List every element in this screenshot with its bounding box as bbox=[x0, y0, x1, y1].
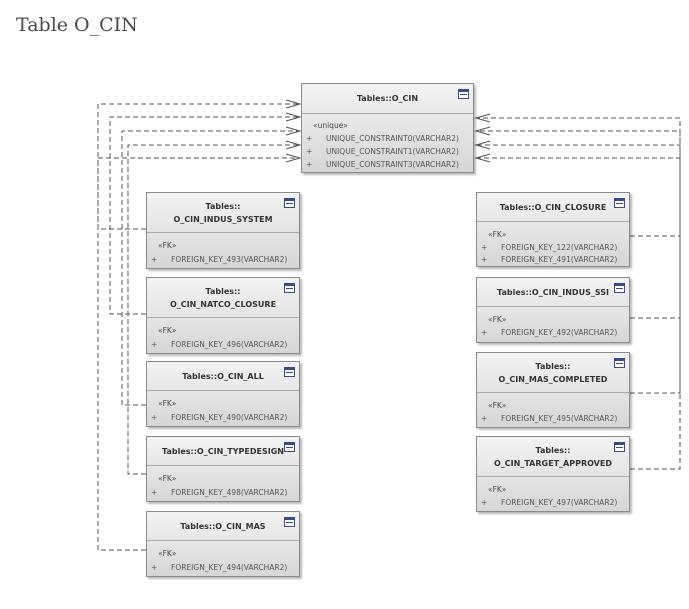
page-title: Table O_CIN bbox=[16, 14, 138, 36]
stereotype-label: «FK» bbox=[158, 326, 177, 335]
table-header: Tables::O_CIN_ALL bbox=[147, 362, 299, 391]
table-icon bbox=[284, 198, 295, 208]
stereotype-label: «FK» bbox=[488, 485, 507, 494]
table-header: Tables:: O_CIN_INDUS_SYSTEM bbox=[147, 193, 299, 233]
table-header: Tables:: O_CIN_MAS_COMPLETED bbox=[477, 353, 629, 393]
connector-target-approved bbox=[476, 157, 681, 470]
arrowhead-right-2 bbox=[474, 126, 491, 136]
stereotype-label: «FK» bbox=[158, 399, 177, 408]
table-o-cin[interactable]: Tables::O_CIN «unique» +UNIQUE_CONSTRAIN… bbox=[301, 83, 474, 173]
attribute-row: +FOREIGN_KEY_494(VARCHAR2) bbox=[151, 563, 288, 572]
table-o-cin-indus-ssi[interactable]: Tables::O_CIN_INDUS_SSI «FK» +FOREIGN_KE… bbox=[476, 277, 630, 343]
table-name-line: Tables:: bbox=[535, 361, 571, 371]
table-name-line: Tables:: bbox=[205, 286, 241, 296]
stereotype-label: «FK» bbox=[488, 401, 507, 410]
table-icon bbox=[284, 517, 295, 527]
connector-mas bbox=[97, 157, 300, 551]
table-name-line: Tables::O_CIN_INDUS_SSI bbox=[497, 287, 609, 297]
attribute-row: +FOREIGN_KEY_122(VARCHAR2) bbox=[481, 243, 618, 252]
table-o-cin-indus-system[interactable]: Tables:: O_CIN_INDUS_SYSTEM «FK» +FOREIG… bbox=[146, 192, 300, 269]
table-header: Tables::O_CIN_INDUS_SSI bbox=[477, 278, 629, 307]
attribute-row: +UNIQUE_CONSTRAINT3(VARCHAR2) bbox=[306, 160, 459, 169]
arrowhead-left-1 bbox=[285, 99, 302, 109]
table-name-line: Tables::O_CIN_TYPEDESIGN bbox=[162, 446, 284, 456]
table-name-line: Tables::O_CIN_CLOSURE bbox=[499, 202, 607, 212]
stereotype-label: «FK» bbox=[158, 549, 177, 558]
table-name-line: O_CIN_INDUS_SYSTEM bbox=[173, 214, 273, 224]
attribute-row: +FOREIGN_KEY_496(VARCHAR2) bbox=[151, 340, 288, 349]
table-name-line: O_CIN_MAS_COMPLETED bbox=[498, 374, 608, 384]
table-name-line: Tables:: bbox=[535, 445, 571, 455]
table-name: Tables::O_CIN bbox=[356, 94, 419, 103]
attribute-row: +FOREIGN_KEY_490(VARCHAR2) bbox=[151, 413, 288, 422]
table-header: Tables::O_CIN_CLOSURE bbox=[477, 193, 629, 222]
table-o-cin-typedesign[interactable]: Tables::O_CIN_TYPEDESIGN «FK» +FOREIGN_K… bbox=[146, 436, 300, 502]
table-icon bbox=[458, 89, 469, 99]
stereotype-label: «unique» bbox=[313, 121, 348, 130]
table-o-cin-mas-completed[interactable]: Tables:: O_CIN_MAS_COMPLETED «FK» +FOREI… bbox=[476, 352, 630, 428]
stereotype-label: «FK» bbox=[158, 241, 177, 250]
attribute-row: +FOREIGN_KEY_492(VARCHAR2) bbox=[481, 328, 618, 337]
attribute-row: +UNIQUE_CONSTRAINT0(VARCHAR2) bbox=[306, 134, 459, 143]
attribute-row: +FOREIGN_KEY_498(VARCHAR2) bbox=[151, 488, 288, 497]
table-o-cin-closure[interactable]: Tables::O_CIN_CLOSURE «FK» +FOREIGN_KEY_… bbox=[476, 192, 630, 267]
arrowhead-right-4 bbox=[474, 153, 491, 163]
arrowhead-right-1 bbox=[474, 113, 491, 123]
table-icon bbox=[284, 367, 295, 377]
table-name-line: Tables::O_CIN_MAS bbox=[180, 521, 266, 531]
attribute-row: +FOREIGN_KEY_497(VARCHAR2) bbox=[481, 498, 618, 507]
table-o-cin-natco-closure[interactable]: Tables:: O_CIN_NATCO_CLOSURE «FK» +FOREI… bbox=[146, 277, 300, 354]
table-name-line: O_CIN_NATCO_CLOSURE bbox=[169, 299, 277, 309]
arrowhead-right-3 bbox=[474, 140, 491, 150]
arrowhead-left-2 bbox=[285, 112, 302, 122]
connector-indus-ssi bbox=[476, 130, 681, 319]
connector-all bbox=[121, 130, 300, 406]
attribute-row: +FOREIGN_KEY_493(VARCHAR2) bbox=[151, 255, 288, 264]
table-header: Tables::O_CIN bbox=[302, 84, 473, 114]
arrowhead-left-4 bbox=[285, 140, 302, 150]
table-icon bbox=[614, 283, 625, 293]
attribute-row: +FOREIGN_KEY_491(VARCHAR2) bbox=[481, 255, 618, 264]
stereotype-label: «FK» bbox=[488, 315, 507, 324]
table-header: Tables::O_CIN_TYPEDESIGN bbox=[147, 437, 299, 466]
table-icon bbox=[614, 198, 625, 208]
table-o-cin-mas[interactable]: Tables::O_CIN_MAS «FK» +FOREIGN_KEY_494(… bbox=[146, 511, 300, 577]
arrowhead-left-5 bbox=[285, 153, 302, 163]
table-header: Tables:: O_CIN_TARGET_APPROVED bbox=[477, 437, 629, 477]
attribute-row: +FOREIGN_KEY_495(VARCHAR2) bbox=[481, 414, 618, 423]
table-icon bbox=[614, 358, 625, 368]
attribute-row: +UNIQUE_CONSTRAINT1(VARCHAR2) bbox=[306, 147, 459, 156]
arrowhead-left-3 bbox=[285, 126, 302, 136]
table-name-line: Tables:: bbox=[205, 201, 241, 211]
table-icon bbox=[284, 283, 295, 293]
table-name-line: Tables::O_CIN_ALL bbox=[182, 371, 264, 381]
table-icon bbox=[614, 442, 625, 452]
connector-typedesign bbox=[127, 144, 300, 475]
table-icon bbox=[284, 442, 295, 452]
table-name-line: O_CIN_TARGET_APPROVED bbox=[494, 458, 612, 468]
table-header: Tables:: O_CIN_NATCO_CLOSURE bbox=[147, 278, 299, 318]
stereotype-label: «FK» bbox=[488, 230, 507, 239]
table-header: Tables::O_CIN_MAS bbox=[147, 512, 299, 541]
table-o-cin-target-approved[interactable]: Tables:: O_CIN_TARGET_APPROVED «FK» +FOR… bbox=[476, 436, 630, 512]
stereotype-label: «FK» bbox=[158, 474, 177, 483]
table-o-cin-all[interactable]: Tables::O_CIN_ALL «FK» +FOREIGN_KEY_490(… bbox=[146, 361, 300, 427]
connector-mas-completed bbox=[476, 144, 681, 394]
